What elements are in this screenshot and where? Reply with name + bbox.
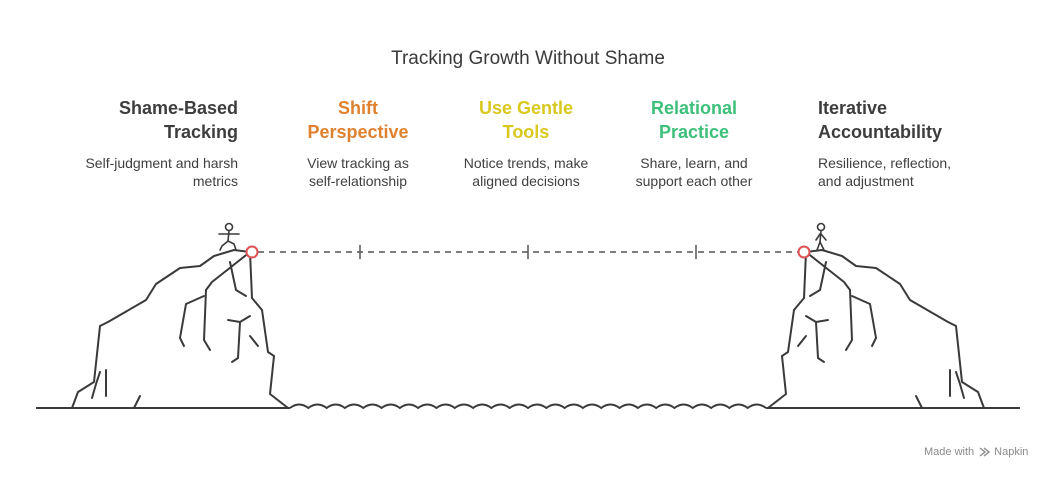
- stage-shame-based-tracking: Shame-Based Tracking Self-judgment and h…: [48, 96, 238, 190]
- stage-heading: Iterative Accountability: [818, 98, 943, 142]
- stage-heading: Shame-Based Tracking: [118, 98, 238, 142]
- napkin-brand: Napkin: [994, 446, 1029, 458]
- stage-description: View tracking as self-relationship: [307, 155, 409, 189]
- right-figure-icon: [815, 222, 827, 251]
- water-waves: [289, 403, 767, 410]
- made-with-footer[interactable]: Made with Napkin: [924, 446, 1028, 458]
- made-with-label: Made with: [924, 446, 975, 458]
- stage-iterative-accountability: Iterative Accountability Resilience, ref…: [818, 96, 1008, 190]
- stage-heading: Shift Perspective: [307, 98, 409, 142]
- start-marker: [245, 245, 259, 259]
- stage-heading: Use Gentle Tools: [478, 98, 574, 142]
- stage-description: Self-judgment and harsh metrics: [85, 155, 238, 189]
- stage-use-gentle-tools: Use Gentle Tools Notice trends, make ali…: [431, 96, 621, 190]
- stage-relational-practice: Relational Practice Share, learn, and su…: [599, 96, 789, 190]
- end-marker: [797, 245, 811, 259]
- stage-heading: Relational Practice: [650, 98, 738, 142]
- napkin-logo-icon: [979, 447, 991, 457]
- stage-description: Notice trends, make aligned decisions: [463, 155, 589, 189]
- stage-description: Share, learn, and support each other: [635, 155, 753, 189]
- left-figure-icon: [218, 222, 240, 251]
- page-title: Tracking Growth Without Shame: [391, 48, 665, 69]
- right-cliff: [767, 249, 985, 409]
- stage-description: Resilience, reflection, and adjustment: [818, 155, 952, 189]
- stage-shift-perspective: Shift Perspective View tracking as self-…: [263, 96, 453, 190]
- left-cliff: [71, 249, 289, 409]
